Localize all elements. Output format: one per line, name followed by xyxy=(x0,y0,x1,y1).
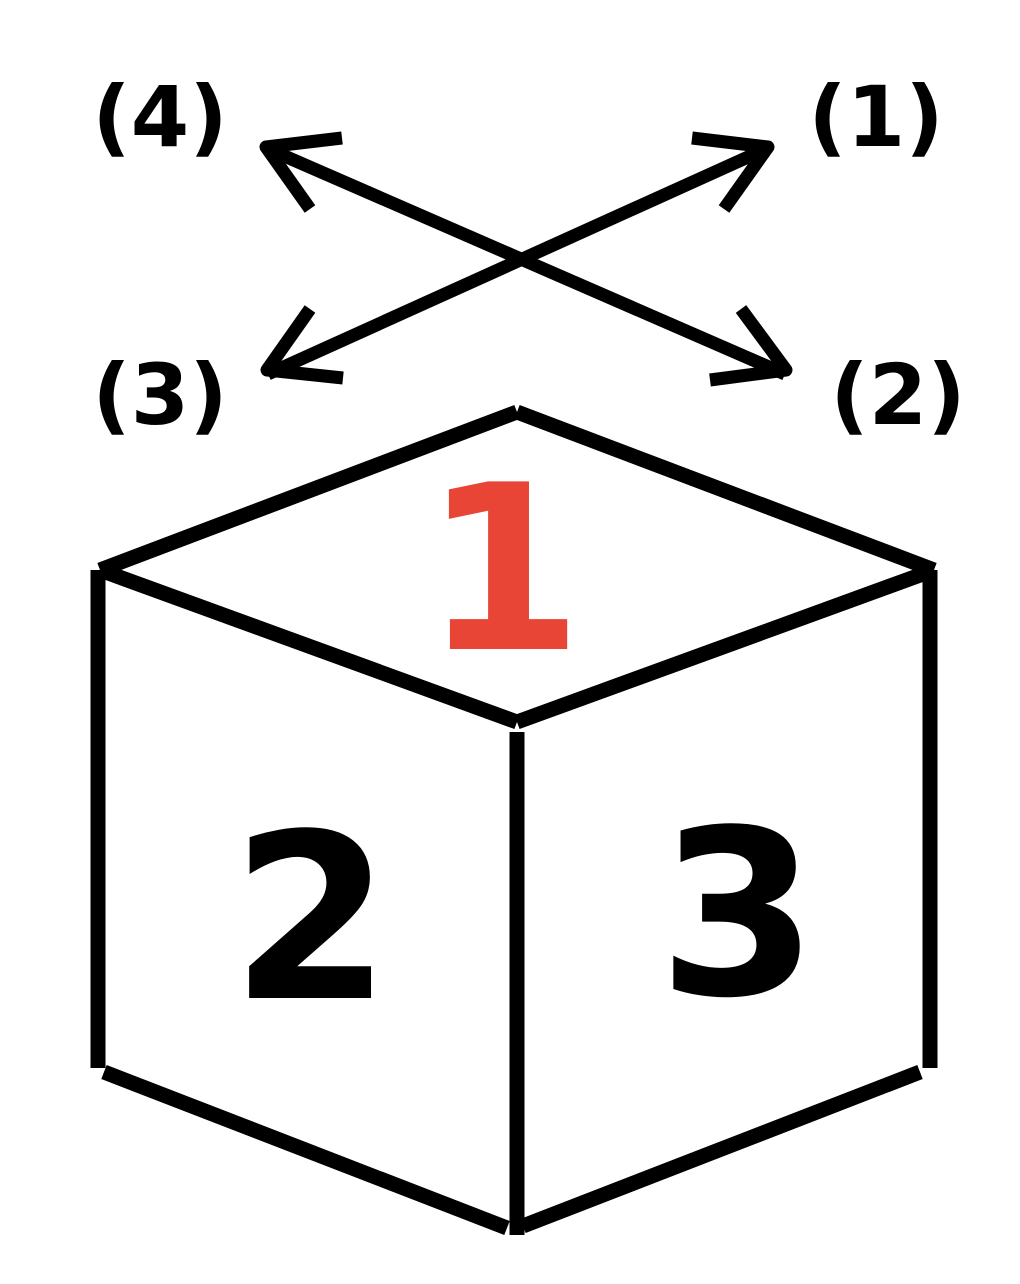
cube-edge-front-right xyxy=(514,562,937,730)
direction-label-3: (3) xyxy=(92,346,227,444)
cube-edge-front-left xyxy=(97,562,520,730)
direction-label-2: (2) xyxy=(830,346,965,444)
direction-label-4: (4) xyxy=(92,68,227,166)
direction-label-1: (1) xyxy=(808,68,943,166)
cube-edge-bottom-right xyxy=(520,1065,923,1233)
cube-edge-bottom-left xyxy=(101,1065,510,1235)
arrowhead-2 xyxy=(709,305,793,387)
direction-arrows xyxy=(259,131,793,387)
face-labels: 1 2 3 xyxy=(231,437,818,1053)
face-label-right: 3 xyxy=(658,782,818,1049)
cube xyxy=(90,404,938,1235)
cube-edge-top-right xyxy=(514,404,937,578)
arrowhead-1 xyxy=(691,131,775,213)
arrowhead-3 xyxy=(260,305,344,385)
direction-labels: (4) (1) (3) (2) xyxy=(92,68,965,444)
arrow-line-4-to-2 xyxy=(263,142,788,380)
face-label-left: 2 xyxy=(231,786,391,1053)
arrowhead-4 xyxy=(259,131,343,213)
cube-edge-top-left xyxy=(97,404,520,578)
face-label-top: 1 xyxy=(423,437,583,704)
